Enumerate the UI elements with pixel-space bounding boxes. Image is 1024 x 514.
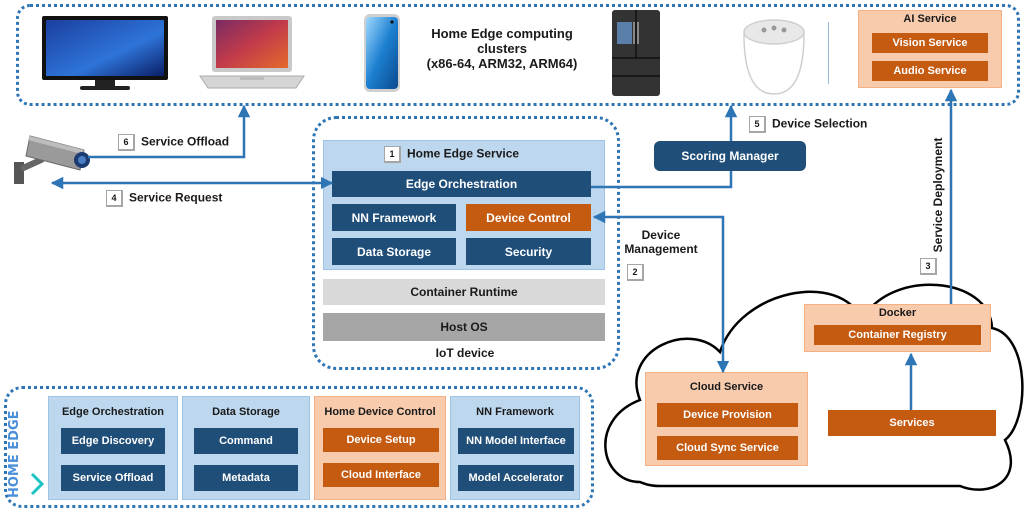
audio-service-box[interactable]: Audio Service <box>872 61 988 81</box>
service-offload-label: Service Offload <box>141 134 230 149</box>
nn-model-interface-box[interactable]: NN Model Interface <box>458 428 574 454</box>
tv-icon <box>40 14 170 94</box>
home-edge-service-panel: 1 Home Edge Service Edge Orchestration NN… <box>323 140 605 270</box>
docker-panel: Docker Container Registry <box>804 304 991 352</box>
cloud-sync-service-box[interactable]: Cloud Sync Service <box>657 436 798 460</box>
scoring-manager-box[interactable]: Scoring Manager <box>654 141 806 171</box>
cloud-service-title: Cloud Service <box>689 381 764 393</box>
device-provision-box[interactable]: Device Provision <box>657 403 798 427</box>
container-runtime-bar: Container Runtime <box>323 279 605 305</box>
step-number-2: 2 <box>627 264 644 282</box>
legend-data-storage-title: Data Storage <box>212 406 280 418</box>
step-number-3: 3 <box>920 258 937 276</box>
step-device-selection: 5 Device Selection <box>749 116 867 133</box>
step-number-6: 6 <box>118 134 135 151</box>
smartphone-icon <box>362 12 402 94</box>
smart-speaker-icon <box>738 10 810 96</box>
legend-home-device-control-title: Home Device Control <box>324 406 436 418</box>
ai-service-title: AI Service <box>903 13 957 25</box>
home-edge-service-label: Home Edge Service <box>407 146 520 161</box>
cluster-divider <box>828 22 829 84</box>
home-edge-service-title: 1 Home Edge Service <box>384 146 519 163</box>
model-accelerator-box[interactable]: Model Accelerator <box>458 465 574 491</box>
metadata-box[interactable]: Metadata <box>194 465 298 491</box>
services-box[interactable]: Services <box>828 410 996 436</box>
edge-cluster-frame <box>16 4 1020 106</box>
legend-edge-orchestration-title: Edge Orchestration <box>61 406 165 418</box>
cloud-service-panel: Cloud Service Device Provision Cloud Syn… <box>645 372 808 466</box>
legend-frame <box>4 386 594 508</box>
legend-panel-nn-framework: NN Framework NN Model Interface Model Ac… <box>450 396 580 500</box>
data-storage-box[interactable]: Data Storage <box>332 238 456 265</box>
step-number-3-wrap: 3 <box>920 258 943 276</box>
edge-orchestration-box[interactable]: Edge Orchestration <box>332 171 591 197</box>
iot-device-label: IoT device <box>435 346 495 360</box>
device-control-box[interactable]: Device Control <box>466 204 591 231</box>
legend-panel-data-storage: Data Storage Command Metadata <box>182 396 310 500</box>
host-os-bar: Host OS <box>323 313 605 341</box>
step-number-5: 5 <box>749 116 766 133</box>
service-deployment-label: Service Deployment <box>931 137 945 253</box>
cluster-title-line: Home Edge computing clusters <box>431 26 573 56</box>
legend-panel-home-device-control: Home Device Control Device Setup Cloud I… <box>314 396 446 500</box>
docker-title: Docker <box>878 307 917 319</box>
legend-nn-framework-title: NN Framework <box>476 406 554 418</box>
step-number-1: 1 <box>384 146 401 163</box>
cloud-interface-box[interactable]: Cloud Interface <box>323 463 439 487</box>
service-offload-box[interactable]: Service Offload <box>61 465 165 491</box>
nn-framework-box[interactable]: NN Framework <box>332 204 456 231</box>
logo-text: HOME EDGE <box>8 411 22 499</box>
service-request-label: Service Request <box>129 190 223 205</box>
vision-service-box[interactable]: Vision Service <box>872 33 988 53</box>
step-number-2-wrap: 2 <box>627 264 650 282</box>
home-edge-logo: HOME EDGE <box>7 398 45 500</box>
step-service-offload: 6 Service Offload <box>118 134 229 151</box>
device-selection-label: Device Selection <box>772 116 868 131</box>
device-management-line1: Device <box>641 228 681 242</box>
legend-panel-edge-orchestration: Edge Orchestration Edge Discovery Servic… <box>48 396 178 500</box>
cctv-camera-icon <box>12 126 94 186</box>
step-service-request: 4 Service Request <box>106 190 222 207</box>
cluster-title: Home Edge computing clusters (x86-64, AR… <box>410 26 594 71</box>
step-device-management: Device Management <box>623 228 699 256</box>
step-number-4: 4 <box>106 190 123 207</box>
security-box[interactable]: Security <box>466 238 591 265</box>
ai-service-panel: AI Service Vision Service Audio Service <box>858 10 1002 88</box>
container-registry-box[interactable]: Container Registry <box>814 325 981 345</box>
fridge-icon <box>610 8 662 98</box>
command-box[interactable]: Command <box>194 428 298 454</box>
cluster-arch-line: (x86-64, ARM32, ARM64) <box>426 56 578 71</box>
laptop-icon <box>196 14 308 94</box>
edge-discovery-box[interactable]: Edge Discovery <box>61 428 165 454</box>
device-management-line2: Management <box>624 242 698 256</box>
device-setup-box[interactable]: Device Setup <box>323 428 439 452</box>
